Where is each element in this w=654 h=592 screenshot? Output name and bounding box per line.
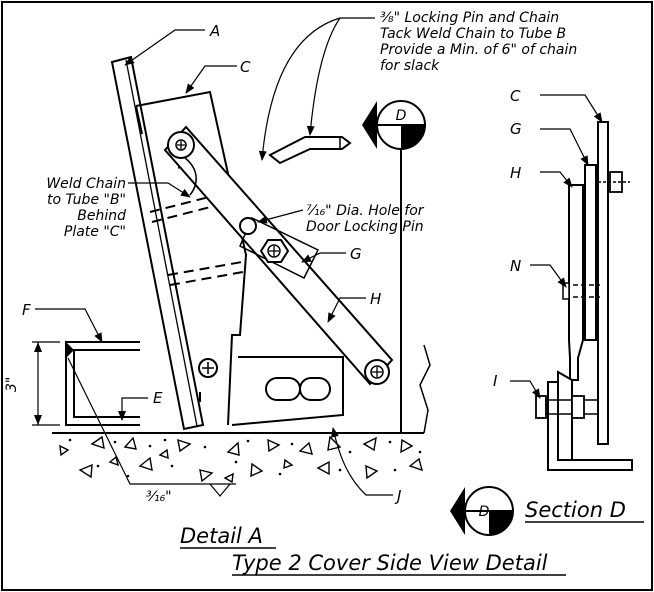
label-g: G xyxy=(350,245,362,263)
leader-e xyxy=(118,397,148,421)
section-plate-h xyxy=(568,184,584,381)
plate-c xyxy=(135,90,248,426)
section-title-marker xyxy=(450,486,514,536)
angle-f xyxy=(73,349,140,418)
angle-e xyxy=(65,341,140,426)
pivot-bottom-cross xyxy=(372,367,382,377)
bar-g xyxy=(239,216,320,280)
section-angle xyxy=(547,381,633,471)
note-hole-1: ⁷⁄₁₆" Dia. Hole for xyxy=(306,203,425,219)
leader-sec-g xyxy=(540,128,589,166)
leader-f xyxy=(35,308,103,343)
label-sec-n: N xyxy=(510,257,521,275)
hex-nut-cross xyxy=(269,246,279,256)
leader-sec-c xyxy=(540,94,603,123)
leader-g xyxy=(301,252,346,263)
section-bolt-i-nut xyxy=(571,395,585,419)
weld-size-text: ³⁄₁₆" xyxy=(146,489,172,505)
section-cut-marker xyxy=(362,100,426,150)
leader-pin-1 xyxy=(258,17,375,161)
label-f: F xyxy=(22,301,31,319)
section-title: Section D xyxy=(525,498,626,522)
section-plate-c xyxy=(597,121,609,445)
label-h: H xyxy=(370,290,381,308)
note-lock-pin-1: ⅜" Locking Pin and Chain xyxy=(380,10,559,26)
hex-nut-bolt xyxy=(267,244,281,258)
chain xyxy=(184,157,197,196)
pivot-top-bolt xyxy=(175,139,187,151)
leader-c xyxy=(185,65,237,94)
section-tube xyxy=(557,370,573,471)
weld-fillet xyxy=(66,342,74,358)
section-bolt-i-head xyxy=(535,395,547,419)
detail-subtitle: Type 2 Cover Side View Detail xyxy=(232,551,548,575)
slot-1 xyxy=(265,377,301,401)
tube-hidden-3 xyxy=(167,261,243,276)
leader-a xyxy=(124,29,205,66)
note-lock-pin-4: for slack xyxy=(380,58,440,74)
note-hole-2: Door Locking Pin xyxy=(306,219,424,235)
leader-weld-chain xyxy=(128,182,191,198)
pivot-bottom-bolt xyxy=(370,365,384,379)
pivot-top-cross xyxy=(177,141,185,149)
plate-c-edge xyxy=(135,105,143,135)
weld-symbol-triangle xyxy=(209,483,231,497)
note-weld-chain-1: Weld Chain xyxy=(46,176,126,192)
section-marker-letter-upper: D xyxy=(396,108,407,124)
label-sec-h: H xyxy=(510,164,521,182)
leader-pin-2 xyxy=(306,17,341,136)
label-e: E xyxy=(153,389,163,407)
locking-pin xyxy=(268,136,352,165)
leader-h xyxy=(327,297,366,323)
leader-j xyxy=(331,427,393,496)
plate-j xyxy=(231,356,344,426)
bolt-lower-left xyxy=(198,358,218,378)
pin-hole xyxy=(239,217,257,235)
weld-leader xyxy=(67,357,236,485)
cover-plate-inner xyxy=(125,59,198,427)
label-sec-i: I xyxy=(493,372,498,390)
section-plate-g xyxy=(584,164,597,341)
note-weld-chain-4: Plate "C" xyxy=(64,224,126,240)
label-j: J xyxy=(394,487,401,505)
note-lock-pin-2: Tack Weld Chain to Tube B xyxy=(380,26,566,42)
concrete-hatch xyxy=(59,435,424,484)
label-c: C xyxy=(240,58,251,76)
dim-arrow-bottom xyxy=(34,415,42,425)
concrete-dots xyxy=(68,438,422,478)
label-sec-c: C xyxy=(510,87,521,105)
label-a: A xyxy=(209,22,220,40)
leader-sec-n xyxy=(530,264,567,288)
section-bolt-n-head xyxy=(562,282,570,300)
dim-height-text: 3" xyxy=(4,377,20,392)
leader-hole xyxy=(257,209,304,224)
leader-sec-i xyxy=(510,380,541,399)
leader-sec-h xyxy=(540,171,573,188)
label-sec-g: G xyxy=(510,120,522,138)
tube-hidden-4 xyxy=(169,271,244,286)
note-weld-chain-2: to Tube "B" xyxy=(47,192,126,208)
slot-2 xyxy=(299,377,331,401)
note-lock-pin-3: Provide a Min. of 6" of chain xyxy=(380,42,577,58)
section-marker-letter-lower: D xyxy=(479,504,490,520)
detail-title: Detail A xyxy=(180,524,263,548)
section-bolt-n xyxy=(565,284,600,298)
cover-plate xyxy=(110,55,205,431)
note-weld-chain-3: Behind xyxy=(77,208,126,224)
tube-hidden-2 xyxy=(151,202,227,223)
bolt-lower-left-cross xyxy=(202,362,214,374)
break-line xyxy=(419,344,431,434)
dim-arrow-top xyxy=(34,342,42,352)
